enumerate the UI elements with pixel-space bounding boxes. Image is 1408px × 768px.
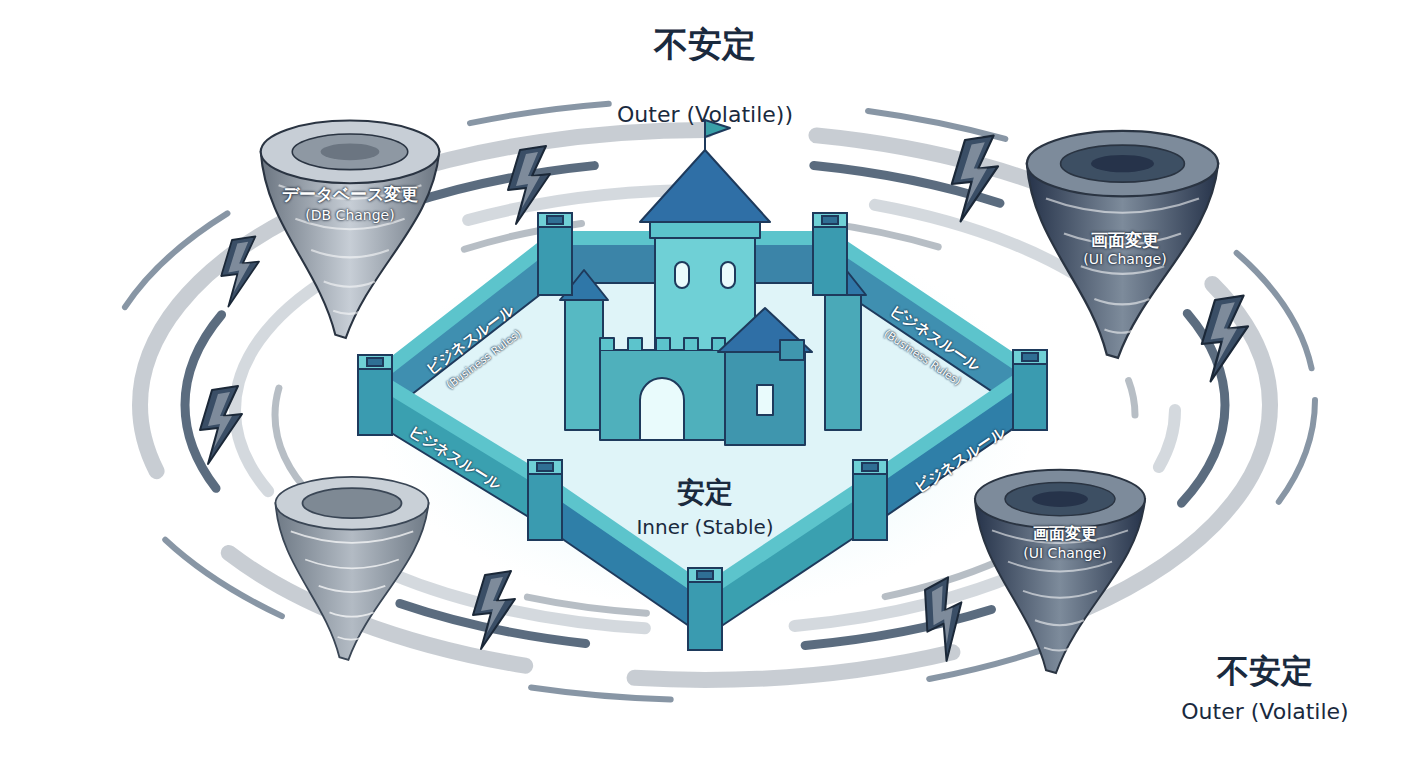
tornado (276, 477, 429, 660)
zone-label: Outer (Volatile) (1181, 700, 1348, 724)
tornado-shape (245, 110, 455, 340)
node-subtext: (UI Change) (1083, 252, 1166, 267)
node-heading: 画面変更 (1033, 525, 1097, 543)
tornado-node: データベース変更 (DB Change) (245, 110, 455, 340)
node-subtext: (DB Change) (305, 208, 394, 223)
zone-label: 不安定 (1217, 654, 1313, 689)
node-heading: 安定 (677, 478, 733, 509)
node-heading: データベース変更 (282, 185, 418, 204)
tornado-shape (960, 460, 1160, 675)
node-subtext: Inner (Stable) (636, 516, 773, 538)
stable-core: 安定 Inner (Stable) (590, 465, 820, 555)
zone-label: 不安定 (654, 26, 756, 63)
node-subtext: (UI Change) (1023, 546, 1106, 561)
zone-label: Outer (Volatile)) (617, 103, 793, 127)
tornado-node: 画面変更 (UI Change) (1010, 120, 1235, 360)
node-heading: 画面変更 (1091, 231, 1159, 250)
tornado-node: 画面変更 (UI Change) (960, 460, 1160, 675)
castle (560, 120, 866, 445)
wind-swirls (95, 100, 1315, 700)
